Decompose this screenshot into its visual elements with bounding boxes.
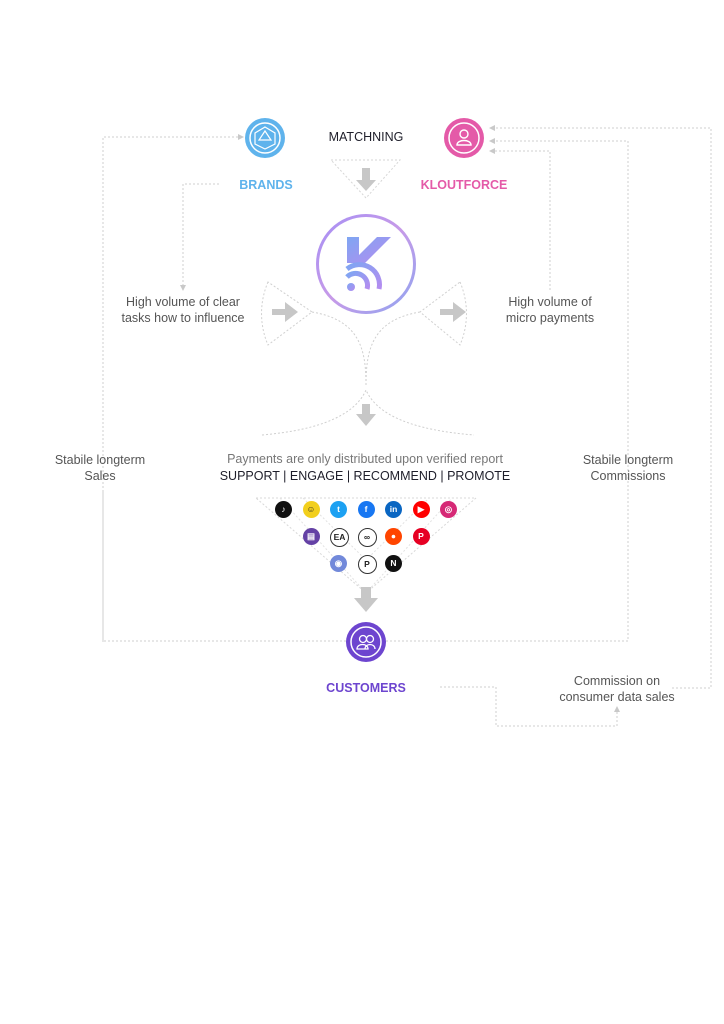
instagram-icon: ◎ — [440, 501, 457, 518]
data-line-1: Commission on — [573, 674, 661, 688]
commissions-line-1: Stabile longterm — [582, 453, 674, 467]
snapchat-icon: ☺ — [302, 501, 320, 518]
customers-node — [346, 622, 386, 662]
kloutforce-logo-icon — [345, 237, 391, 291]
pinterest-icon: P — [412, 528, 430, 545]
tasks-line-1: High volume of clear — [126, 295, 240, 309]
linkedin-icon: in — [385, 501, 402, 518]
tasks-label: High volume of clear tasks how to influe… — [118, 294, 248, 326]
customers-label: CUSTOMERS — [326, 681, 406, 695]
data-line-2: consumer data sales — [559, 690, 675, 704]
ea-icon: EA — [330, 528, 349, 547]
micro-payments-label: High volume of micro payments — [490, 294, 610, 326]
kloutforce-logo — [316, 214, 416, 314]
sales-line-2: Sales — [84, 469, 116, 483]
people-icon — [350, 626, 382, 658]
commissions-line-2: Commissions — [590, 469, 666, 483]
matching-label: MATCHNING — [328, 130, 404, 144]
sales-label: Stabile longterm Sales — [40, 452, 160, 484]
kloutforce-label: KLOUTFORCE — [420, 178, 508, 192]
reddit-icon: ● — [385, 528, 402, 545]
geodesic-sphere-icon — [249, 122, 281, 154]
payments-note: Payments are only distributed upon verif… — [227, 452, 503, 466]
facebook-icon: f — [357, 501, 375, 518]
data-sales-label: Commission on consumer data sales — [552, 673, 682, 705]
actions-label: SUPPORT | ENGAGE | RECOMMEND | PROMOTE — [219, 469, 511, 483]
micro-line-2: micro payments — [505, 311, 595, 325]
brands-label: BRANDS — [239, 178, 293, 192]
twitter-icon: t — [330, 501, 347, 518]
tiktok-icon: ♪ — [275, 501, 292, 518]
youtube-icon: ▶ — [412, 501, 430, 518]
meta-icon: ∞ — [357, 528, 377, 547]
tasks-line-2: tasks how to influence — [121, 311, 245, 325]
discord-icon: ◉ — [330, 555, 347, 572]
person-icon — [448, 122, 480, 154]
kloutforce-node — [444, 118, 484, 158]
sales-line-1: Stabile longterm — [54, 453, 146, 467]
micro-line-1: High volume of — [508, 295, 592, 309]
twitch-icon: ▤ — [302, 528, 320, 545]
nvidia-icon: N — [385, 555, 402, 572]
brands-node — [245, 118, 285, 158]
commissions-label: Stabile longterm Commissions — [566, 452, 690, 484]
playstation-icon: P — [357, 555, 377, 574]
